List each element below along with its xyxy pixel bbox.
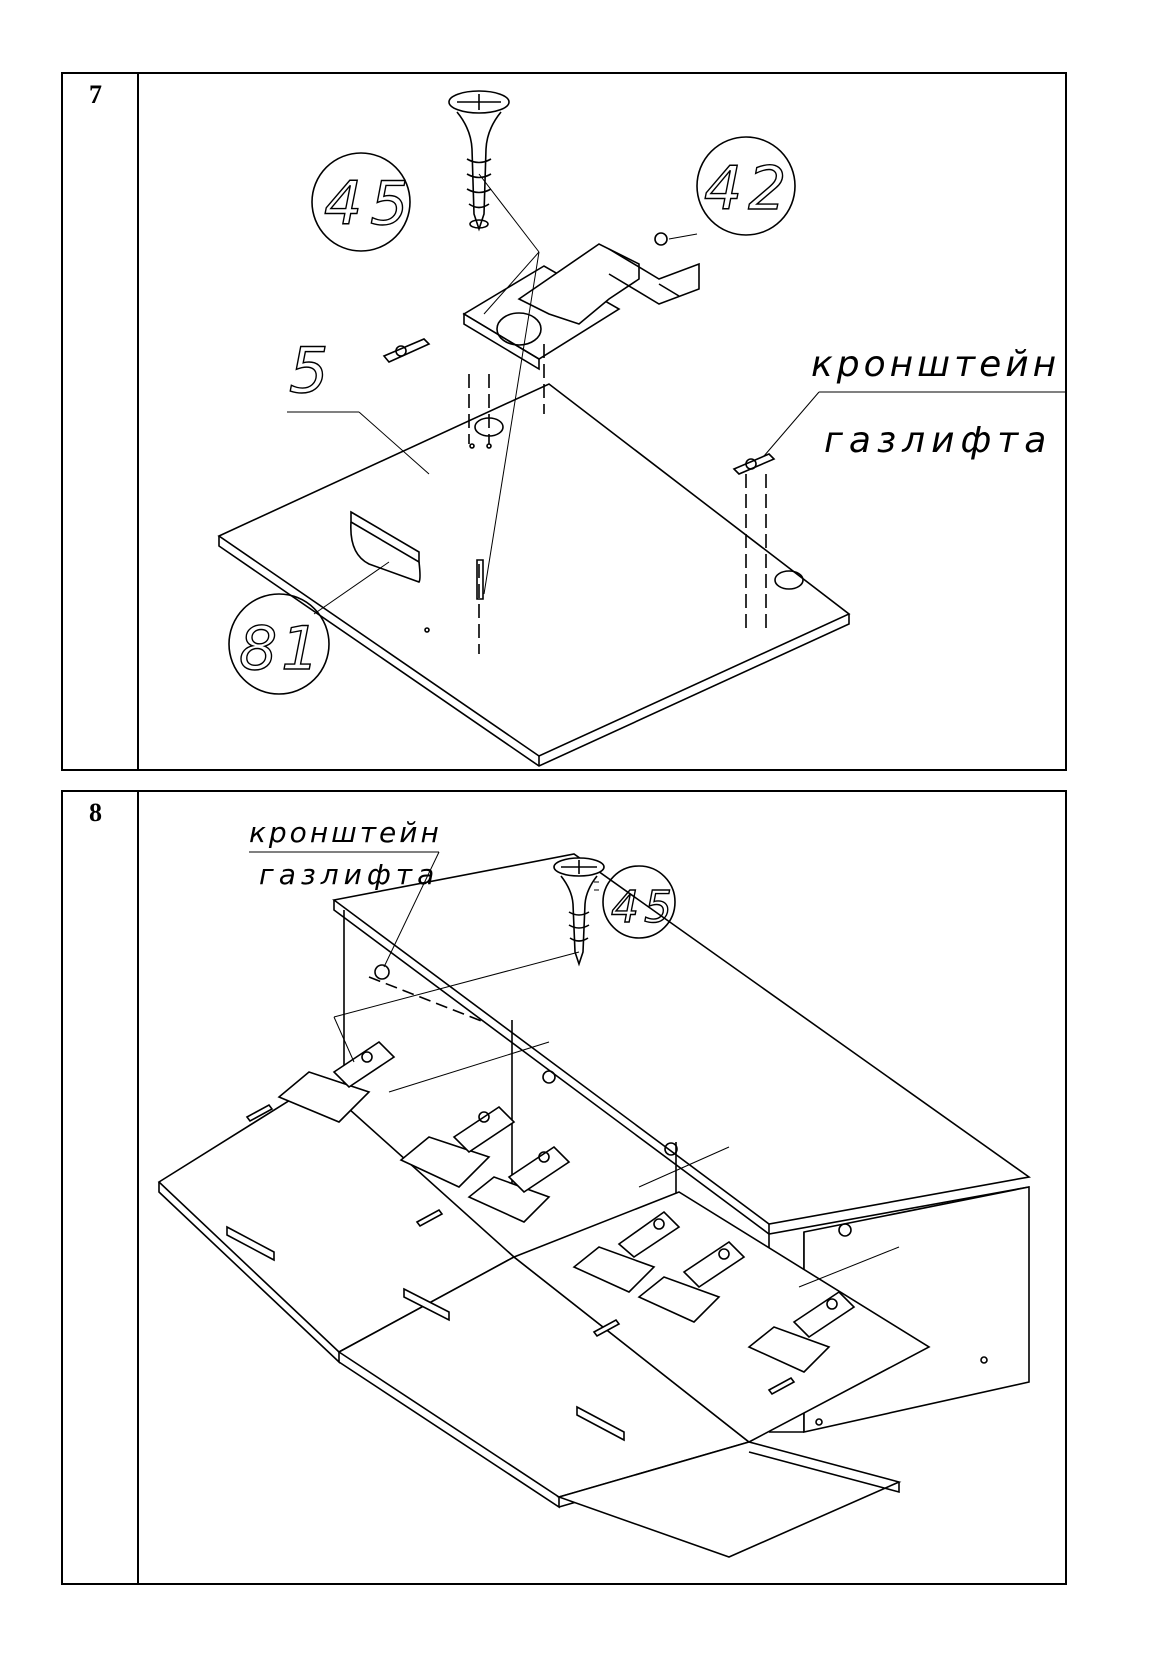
step-number: 7 <box>89 80 102 109</box>
leader-lines <box>287 173 1065 615</box>
step-7-panel: 7 <box>61 72 1067 771</box>
step-8-panel: 8 <box>61 790 1067 1585</box>
callout-45-circle <box>311 152 411 252</box>
step-number-cell: 8 <box>63 792 139 1583</box>
screw-icon <box>448 90 510 232</box>
callout-81-label: 81 <box>239 614 323 684</box>
callout-45-label: 45 <box>611 882 677 933</box>
assembly-lines <box>368 976 485 1023</box>
callout-42-circle <box>696 136 796 236</box>
callout-42-label: 42 <box>704 154 792 224</box>
bracket-label-line1: кронштейн <box>811 344 1060 385</box>
hinge-icon <box>462 232 700 371</box>
bracket-label-line2: газлифта <box>259 858 439 891</box>
hinge-icon <box>277 1040 856 1373</box>
assembly-lines <box>468 344 767 654</box>
bracket-icon <box>382 338 776 475</box>
panel-part-5 <box>217 383 851 767</box>
step-number-cell: 7 <box>63 74 139 769</box>
step-number: 8 <box>89 798 102 827</box>
screw-icon <box>553 857 605 967</box>
step-8-drawing: 45 кронштейн газлифта <box>157 816 1032 1558</box>
step-7-drawing: 45 42 81 5 кронштейн газлифта <box>217 90 1065 767</box>
handle-part-81 <box>350 510 484 600</box>
flap-handles <box>226 1225 625 1442</box>
callout-45-circle <box>602 865 676 939</box>
bracket-label-line1: кронштейн <box>249 816 442 849</box>
bracket-label-line2: газлифта <box>824 420 1052 461</box>
leader-lines <box>249 851 900 1288</box>
panel-5-label: 5 <box>289 334 328 407</box>
callout-81-circle <box>228 593 330 695</box>
bracket-icon <box>245 1103 796 1396</box>
callout-45-label: 45 <box>324 169 416 239</box>
